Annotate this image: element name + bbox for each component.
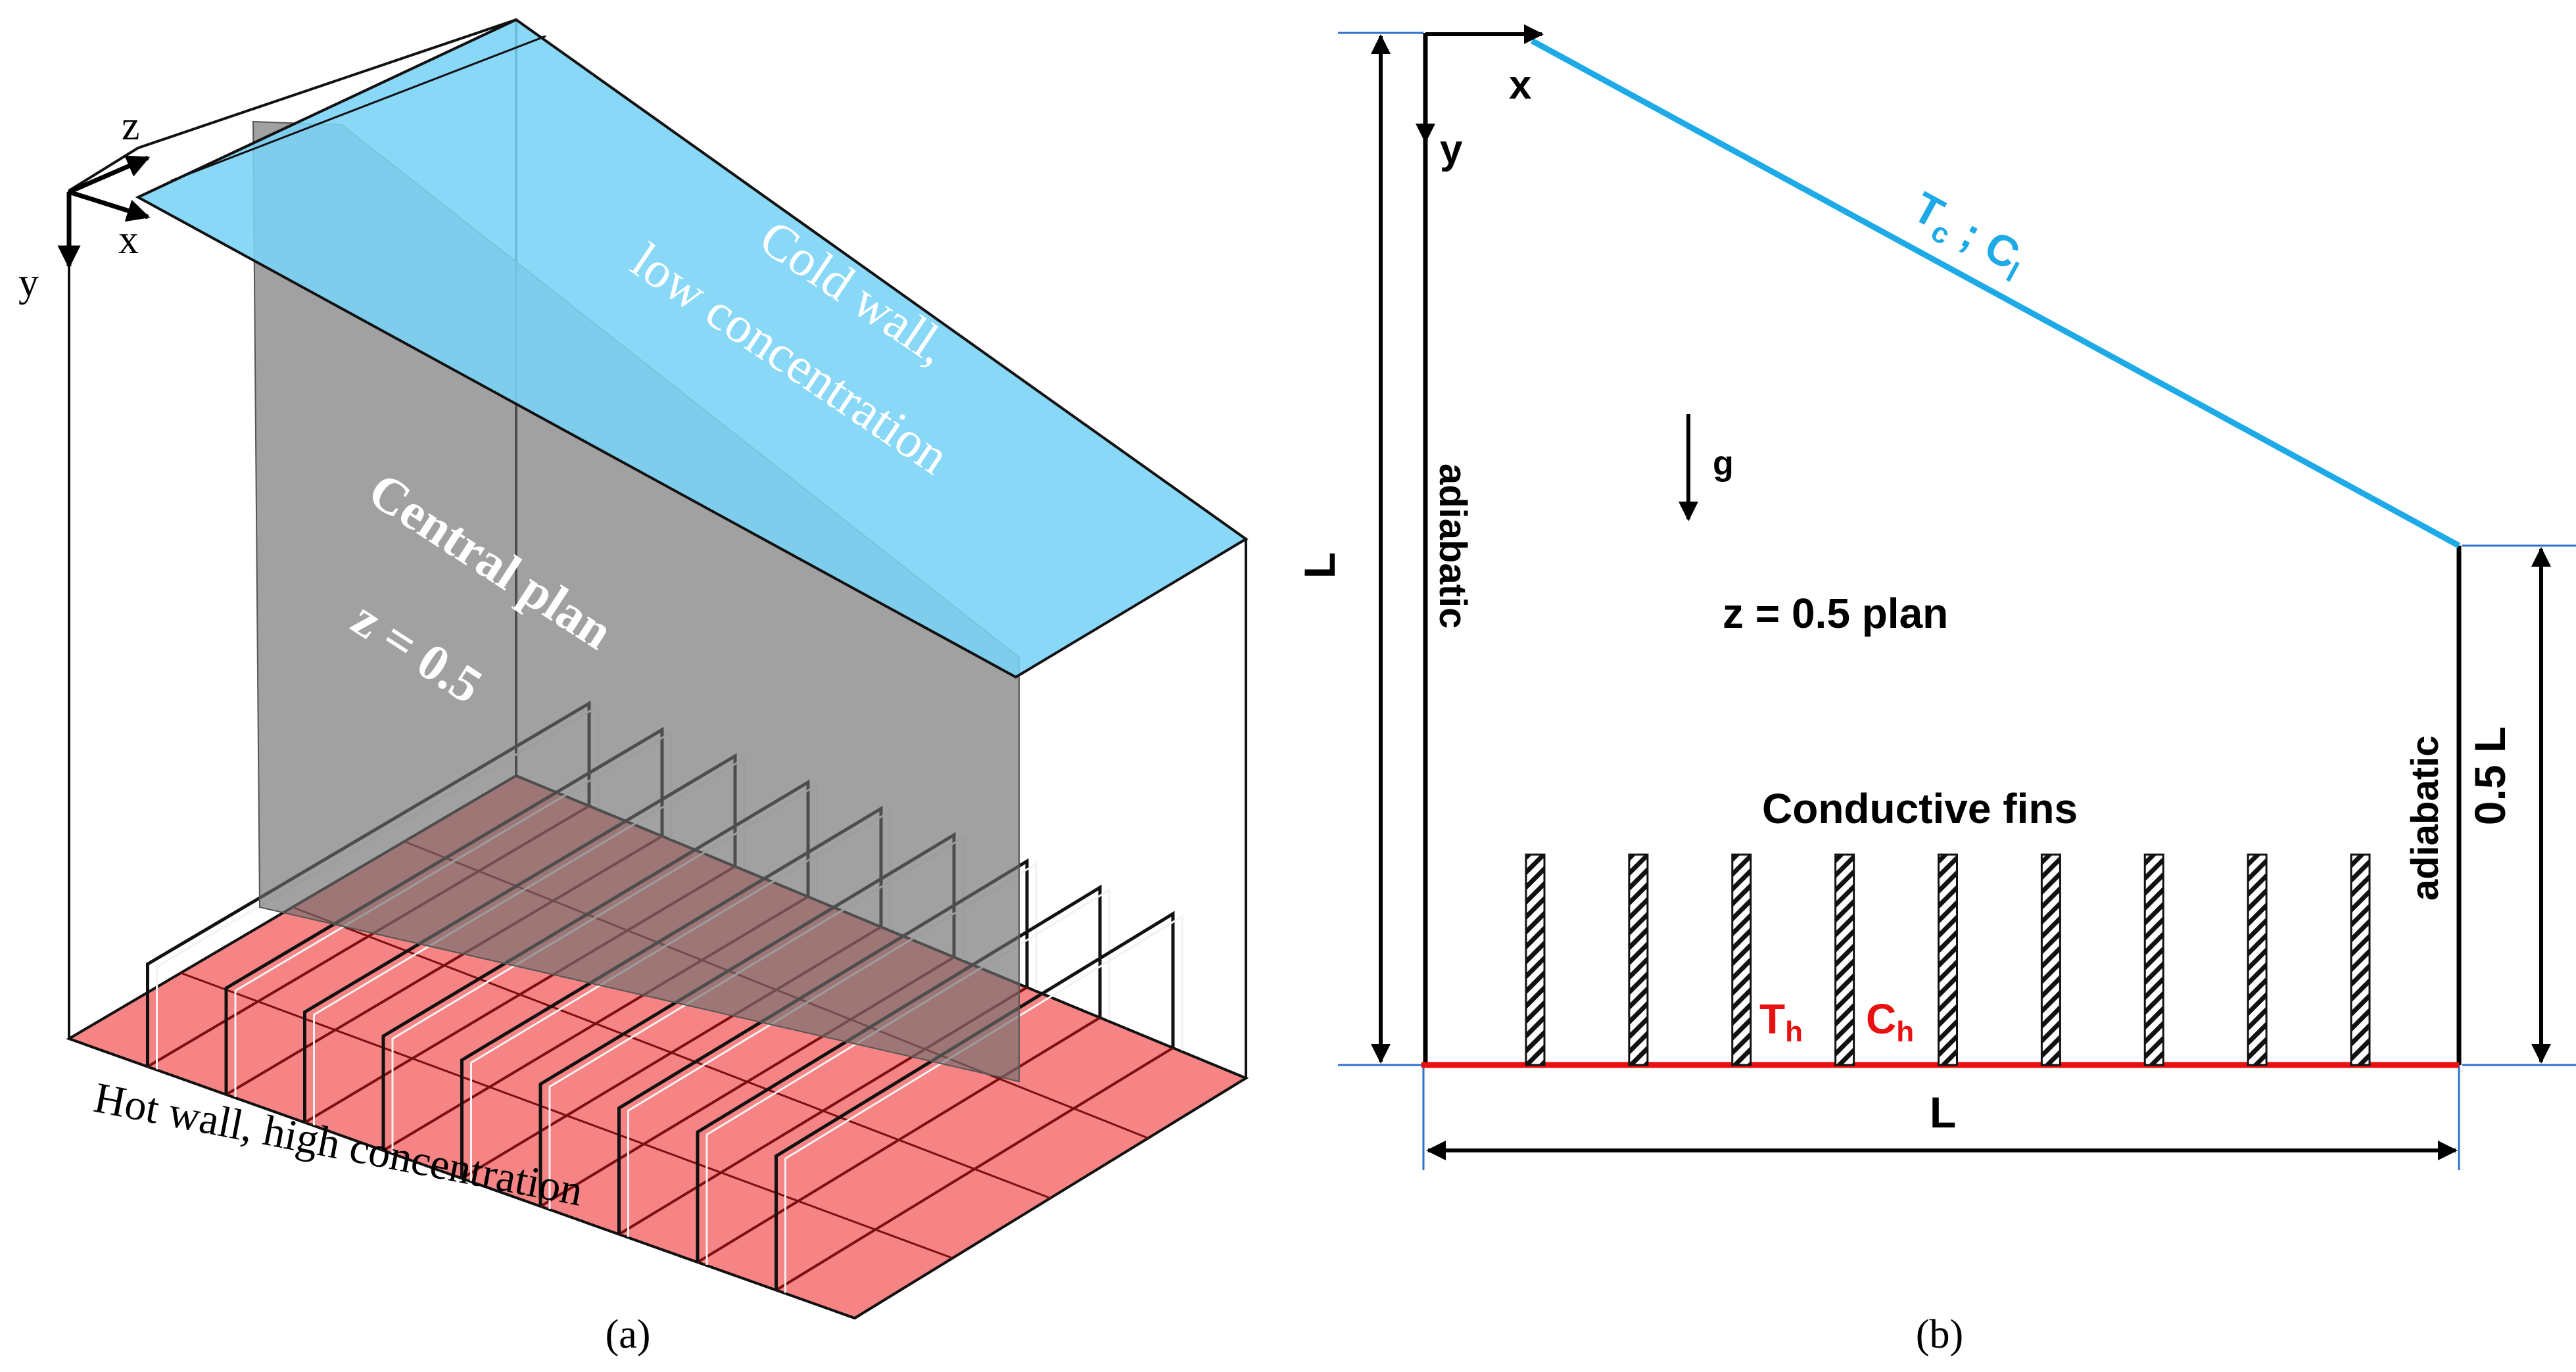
- axis-label-x-2d: x: [1509, 62, 1532, 108]
- left-wall-label: adiabatic: [1431, 463, 1474, 628]
- axis-label-z: z: [122, 104, 140, 149]
- dimension-extension-lines: [1338, 32, 2576, 1170]
- panel-a-3d-enclosure: z x y Cold wall, low concentration Centr…: [18, 18, 1249, 1357]
- right-dimension-label: 0.5 L: [2466, 726, 2514, 825]
- axis-label-y-2d: y: [1440, 127, 1463, 172]
- conductive-fin: [1731, 853, 1752, 1066]
- axis-label-y: y: [18, 260, 39, 305]
- z-axis-arrow: [68, 155, 151, 195]
- bottom-dimension-label: L: [1930, 1088, 1956, 1137]
- x-axis-arrow: [68, 189, 151, 222]
- plan-label: z = 0.5 plan: [1723, 590, 1948, 637]
- caption-a: (a): [606, 1312, 651, 1357]
- conductive-fin: [1938, 853, 1958, 1066]
- conductive-fin: [2247, 853, 2268, 1066]
- conductive-fin: [1525, 853, 1546, 1066]
- cold-wall-double-edge: [170, 35, 546, 182]
- right-wall-label: adiabatic: [2404, 736, 2446, 901]
- fins-label: Conductive fins: [1762, 785, 2078, 832]
- hot-temperature-label: Th: [1759, 995, 1803, 1048]
- conductive-fin: [1834, 853, 1855, 1066]
- conductive-fin: [2143, 853, 2164, 1066]
- hot-concentration-label: Ch: [1866, 995, 1914, 1048]
- axis-label-x: x: [118, 218, 139, 262]
- panel-b-2d-section: x y Tc ; Cl g adiabatic adiabatic L 0.5 …: [1295, 24, 2576, 1357]
- cold-wall-condition-label: Tc ; Cl: [1903, 182, 2035, 289]
- gravity-label: g: [1713, 444, 1734, 483]
- left-dimension-label: L: [1295, 552, 1344, 579]
- caption-b: (b): [1916, 1312, 1963, 1357]
- hot-wall-grid-cross-line: [292, 906, 1051, 1199]
- cold-wall-inner-edge: [137, 18, 517, 199]
- conductive-fin: [1628, 853, 1649, 1066]
- fins-2d: [1525, 853, 2371, 1066]
- conductive-fin: [2350, 853, 2371, 1066]
- conductive-fin: [2040, 853, 2061, 1066]
- hot-wall-grid-cross-line: [180, 972, 953, 1260]
- cold-sloped-wall: [1530, 38, 2461, 548]
- axis-triad-3d: [57, 155, 151, 269]
